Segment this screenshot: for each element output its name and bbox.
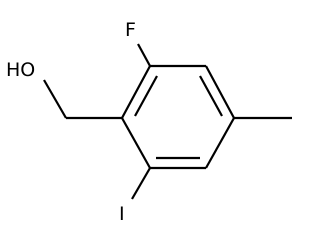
- ring-bond-c1-c2: [121, 65, 151, 119]
- double-bond-c1-c2-inner: [134, 75, 158, 117]
- ring-bond-c3-c4: [205, 65, 235, 119]
- ring-bond-c4-c5: [205, 117, 235, 169]
- substituent-bond-ch2-o: [43, 79, 67, 119]
- ring-bond-c6-c1: [121, 117, 151, 169]
- double-bond-c3-c4-inner: [199, 75, 223, 117]
- atom-label-hydroxyl: HO: [6, 59, 35, 81]
- substituent-bond-c2-f: [137, 43, 151, 67]
- substituent-bond-c6-i: [131, 167, 151, 200]
- atom-label-iodine: I: [119, 203, 125, 225]
- atom-label-fluorine: F: [125, 19, 136, 41]
- molecule-structure: HO F I: [6, 19, 292, 225]
